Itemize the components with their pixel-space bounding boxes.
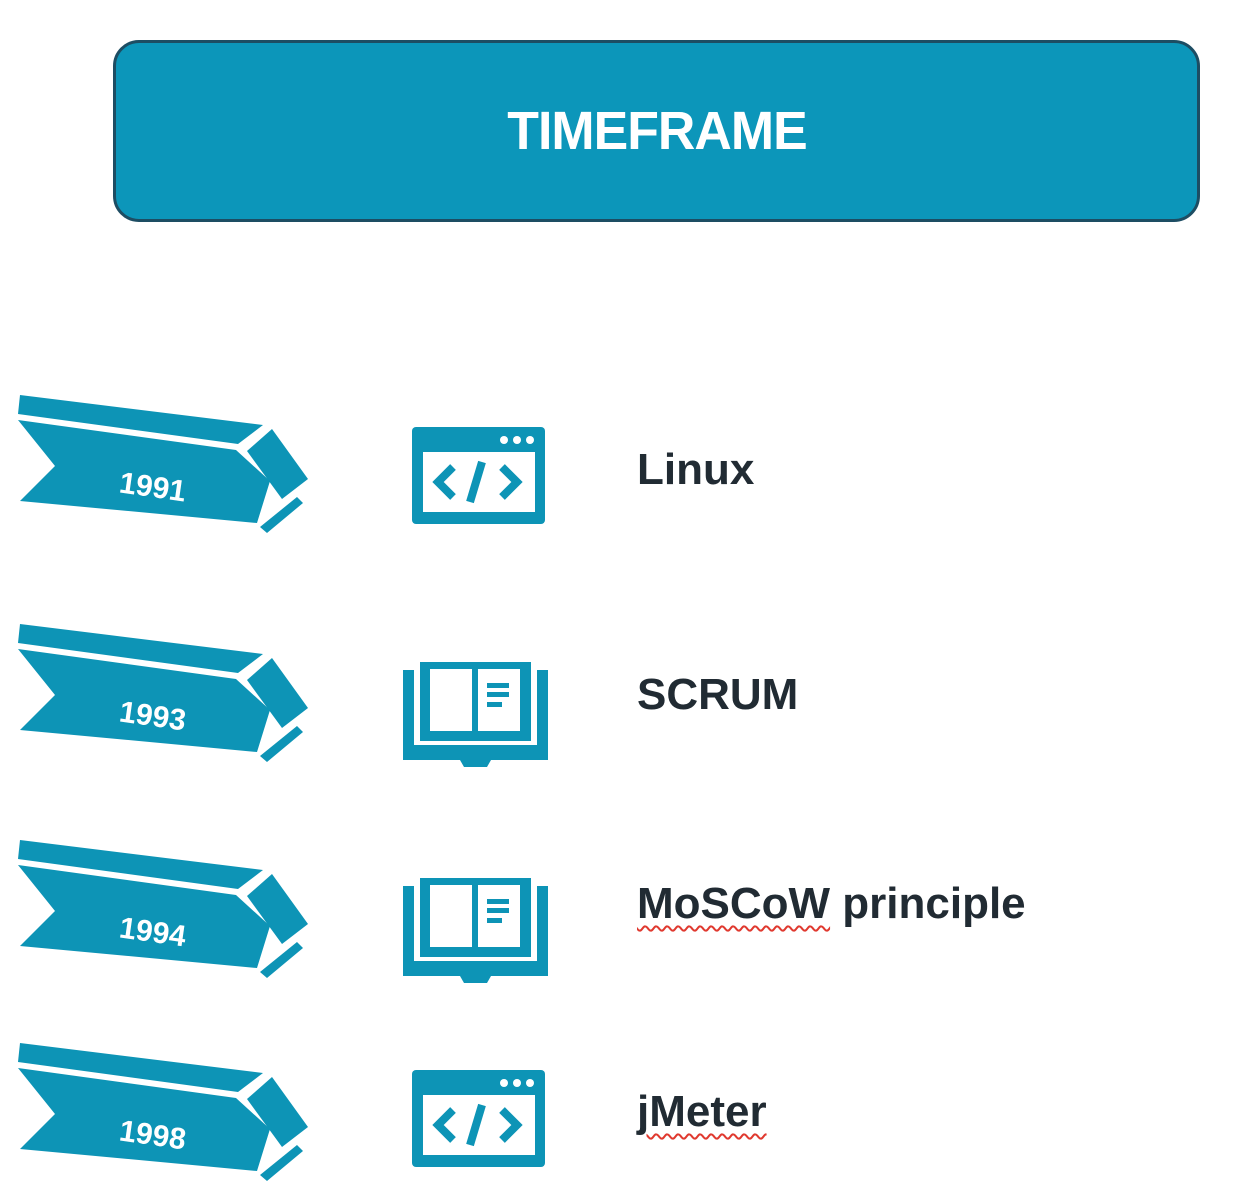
milestone-label-text: SCRUM (637, 670, 799, 719)
banner-top-face (18, 840, 263, 889)
banner-arrowhead-sliver (260, 942, 303, 978)
year-banner-3d: 1991 (18, 395, 308, 533)
milestone-label: Linux (637, 445, 755, 494)
open-book-icon (403, 662, 548, 767)
timeframe-header: TIMEFRAME (113, 40, 1200, 222)
milestone-label-text: Linux (637, 445, 755, 494)
banner-arrowhead-sliver (260, 1145, 303, 1181)
banner-top-face (18, 1043, 263, 1092)
banner-front-face (18, 865, 270, 968)
banner-arrowhead-face (247, 658, 308, 728)
year-banner-3d: 1993 (18, 624, 308, 762)
banner-arrowhead-face (247, 429, 308, 499)
banner-arrowhead-face (247, 1077, 308, 1147)
banner-arrowhead-face (247, 874, 308, 944)
open-book-icon (403, 878, 548, 983)
milestone-label: SCRUM (637, 670, 799, 719)
banner-arrowhead-sliver (260, 497, 303, 533)
milestone-label: jMeter (637, 1087, 767, 1136)
banner-front-face (18, 1068, 270, 1171)
year-banner-3d: 1998 (18, 1043, 308, 1181)
milestone-label-text-misspelled: MoSCoW (637, 879, 831, 928)
banner-top-face (18, 395, 263, 444)
milestone-label: MoSCoW principle (637, 879, 1026, 928)
code-window-icon (412, 427, 545, 524)
banner-front-face (18, 649, 270, 752)
banner-front-face (18, 420, 270, 523)
banner-top-face (18, 624, 263, 673)
page-title: TIMEFRAME (506, 101, 807, 161)
code-window-icon (412, 1070, 545, 1167)
banner-arrowhead-sliver (260, 726, 303, 762)
milestone-label-text-misspelled: jMeter (637, 1087, 767, 1136)
year-banner-3d: 1994 (18, 840, 308, 978)
